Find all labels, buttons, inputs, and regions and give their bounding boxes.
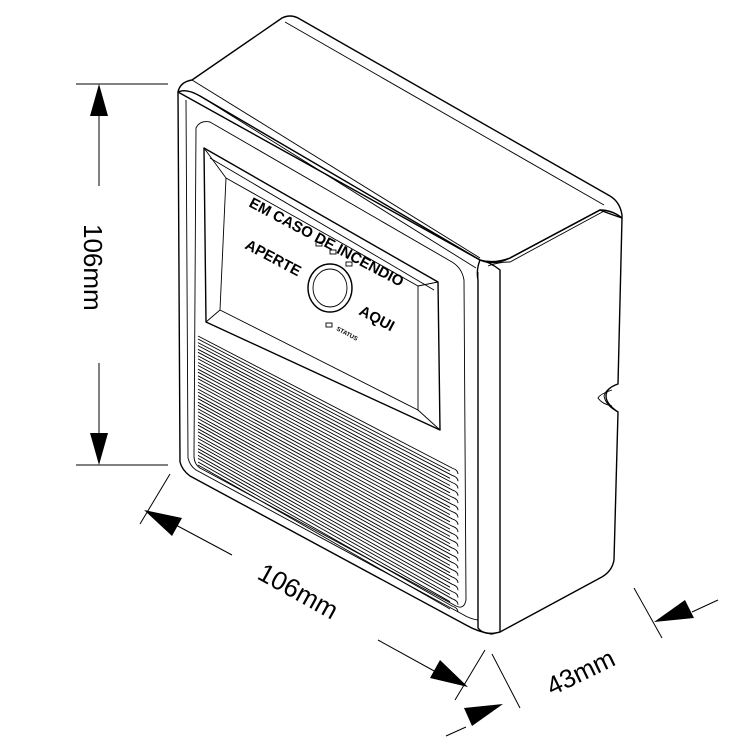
grille-slat	[197, 355, 459, 496]
grille-slat-edge	[197, 404, 451, 544]
grille-slat	[197, 395, 459, 540]
grille-slat	[197, 368, 459, 511]
grille-slat-edge	[197, 411, 451, 552]
push-button	[307, 263, 353, 313]
grille-slat-edge	[197, 371, 451, 508]
grille-slat-edge	[197, 398, 451, 537]
grille-slat-edge	[197, 431, 451, 574]
grille-slat	[197, 342, 459, 482]
grille-slat	[197, 455, 459, 605]
device-body: EM CASO DE INCENDIO APERTE AQUI STATUS	[177, 15, 623, 635]
arrow-right	[430, 660, 468, 687]
grille-slat-edge	[197, 365, 451, 501]
grille-slat-edge	[197, 464, 451, 610]
grille-slat-edge	[197, 418, 451, 559]
status-led	[325, 322, 333, 328]
dimension-depth: 43mm	[445, 587, 719, 737]
grille-slat-edge	[197, 424, 451, 566]
arrow-depth-left	[464, 704, 503, 726]
grille-slat-edge	[197, 391, 451, 530]
panel-line1: EM CASO DE INCENDIO	[246, 195, 407, 291]
arrow-up	[90, 84, 108, 116]
dimension-width: 106mm	[139, 473, 486, 701]
top-face	[177, 15, 623, 263]
arrow-left	[144, 510, 182, 536]
panel-left-word: APERTE	[242, 237, 304, 281]
grille-slat	[197, 428, 459, 576]
grille-slat	[197, 388, 459, 533]
grille-slat-edge	[197, 444, 451, 588]
grille-slat	[197, 348, 459, 489]
grille-slat	[197, 335, 459, 475]
grille-slat-edge	[197, 358, 451, 494]
grille-slat	[197, 415, 459, 562]
grille-slat	[197, 375, 459, 518]
arrow-down	[90, 433, 108, 465]
side-slot	[603, 383, 619, 413]
side-face	[476, 209, 623, 635]
panel-right-word: AQUI	[356, 303, 397, 336]
grille-slat	[197, 362, 459, 504]
grille-slat-edge	[197, 458, 451, 603]
grille-slat	[197, 435, 459, 583]
grille-slat	[197, 461, 459, 613]
grille-slat	[197, 382, 459, 525]
height-label: 106mm	[78, 224, 108, 311]
grille-slat	[197, 421, 459, 569]
grille-slat	[197, 408, 459, 554]
grille-slat	[197, 441, 459, 591]
grille-slat-edge	[197, 378, 451, 515]
grille-slat	[197, 448, 459, 598]
width-label: 106mm	[253, 557, 343, 625]
arrow-depth-right	[654, 600, 694, 622]
depth-label: 43mm	[541, 643, 619, 702]
grille-slat-edge	[197, 338, 451, 472]
panel-status-label: STATUS	[335, 326, 358, 342]
grille-slat	[197, 401, 459, 547]
grille-slat-edge	[197, 345, 451, 479]
grille-slat-edge	[197, 451, 451, 595]
grille-slat-edge	[197, 385, 451, 523]
grille	[197, 335, 459, 613]
grille-slat-edge	[197, 438, 451, 581]
dimension-height: 106mm	[76, 83, 168, 466]
grille-slat-edge	[197, 351, 451, 486]
